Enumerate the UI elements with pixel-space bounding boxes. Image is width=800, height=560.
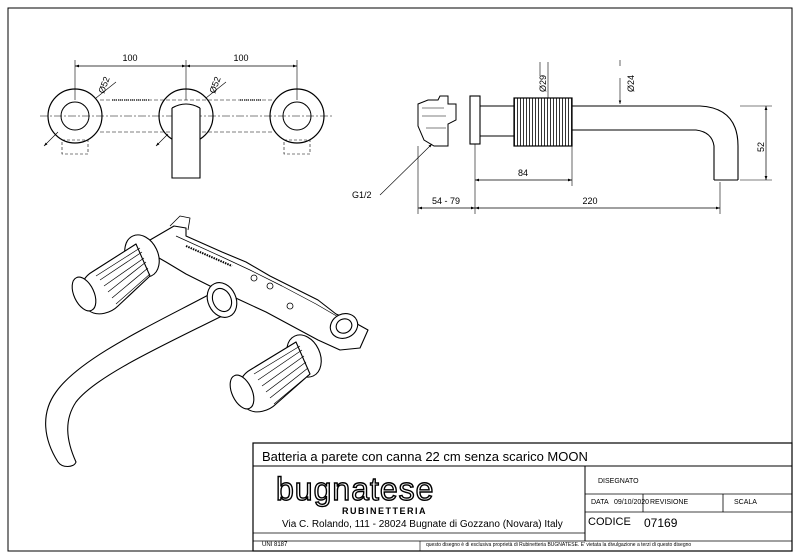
dim-text-thread: G1/2 (352, 190, 372, 200)
dim-text-dia-left: Ø52 (96, 75, 111, 94)
rosette-left (47, 88, 103, 144)
dim-text-spacing-right: 100 (233, 53, 248, 63)
label-codice: CODICE (588, 516, 631, 528)
dim-text-dia-center: Ø52 (207, 75, 222, 94)
value-codice: 07169 (644, 516, 678, 530)
title-block (252, 442, 793, 552)
side-view (379, 60, 772, 214)
uni-standard: UNI 8187 (262, 542, 288, 548)
side-handle (513, 97, 573, 147)
dim-text-spacing-left: 100 (122, 53, 137, 63)
label-scala: SCALA (734, 499, 757, 506)
front-view (40, 60, 332, 179)
brand-logo-name: bugnatese (275, 471, 435, 507)
label-revisione: REVISIONE (650, 499, 689, 506)
rosette-right (269, 88, 325, 144)
brand-logo-sub: RUBINETTERIA (342, 506, 427, 516)
value-data: 09/10/2020 (614, 499, 650, 506)
copyright-notice: questo disegno è di esclusiva proprietà … (426, 542, 692, 548)
side-spout (572, 105, 739, 181)
drawing-title: Batteria a parete con canna 22 cm senza … (262, 449, 588, 464)
dim-text-depth-range: 54 - 79 (432, 196, 460, 206)
dim-text-handle-depth: 84 (518, 168, 528, 178)
label-data: DATA (591, 499, 609, 506)
dim-text-height: 52 (756, 142, 766, 152)
iso-spout (45, 291, 223, 468)
company-address: Via C. Rolando, 111 - 28024 Bugnate di G… (282, 519, 563, 530)
dim-text-dia-spout: Ø24 (626, 75, 636, 92)
dim-text-dia-handle: Ø29 (538, 75, 548, 92)
label-disegnato: DISEGNATO (598, 478, 639, 485)
dim-text-spout-length: 220 (582, 196, 597, 206)
iso-valve-body (149, 225, 369, 351)
isometric-view (45, 215, 369, 468)
